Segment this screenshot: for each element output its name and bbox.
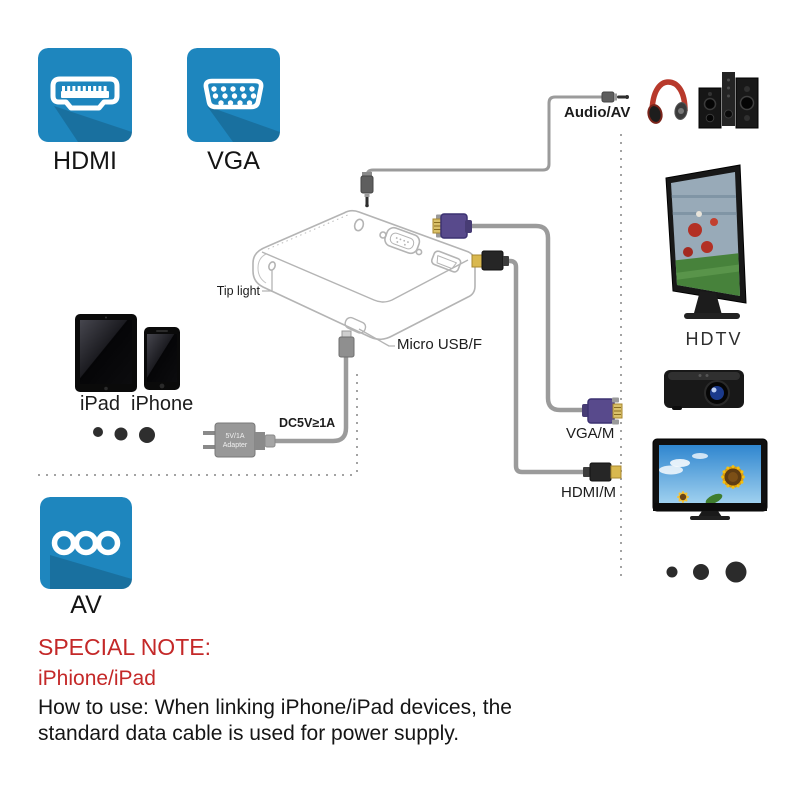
- tip-light-label: Tip light: [216, 284, 260, 298]
- adapter-text-line1: 5V/1A: [225, 433, 244, 440]
- micro-usb-plug: [338, 330, 355, 358]
- power-cable: [272, 357, 349, 444]
- hdmi-connector: [471, 250, 509, 271]
- hdmi-port-icon: [38, 48, 132, 142]
- tip-light-hole: [268, 261, 276, 271]
- power-spec-label: DC5V≥1A: [279, 416, 336, 430]
- ipad-image: [75, 314, 137, 392]
- vga-legend-label: VGA: [207, 147, 260, 175]
- vga-port-icon: [187, 48, 280, 142]
- adapter-text-line2: Adapter: [223, 442, 248, 449]
- power-adapter: 5V/1A Adapter: [203, 422, 276, 458]
- screw-hole-right: [415, 248, 423, 256]
- adapter-box-drawing: [252, 209, 476, 347]
- hdmi-cable: [505, 258, 584, 475]
- hdmi-male-label: HDMI/M: [561, 484, 616, 501]
- av-legend-label: AV: [70, 591, 102, 619]
- audio-jack-plug-down: [360, 172, 374, 208]
- headphones-image: [647, 79, 688, 124]
- hdmi-male-end-connector: [583, 462, 622, 482]
- vga-port-outline: [384, 226, 421, 255]
- size-dots-right: [666, 561, 747, 583]
- hdtv-label: HDTV: [685, 329, 743, 349]
- vga-connector: [432, 213, 472, 239]
- av-port-icon: [40, 497, 132, 589]
- vga-cable: [468, 223, 584, 413]
- iphone-image: [144, 327, 180, 390]
- vga-male-end-connector: [582, 397, 623, 425]
- audio-av-label: Audio/AV: [564, 104, 631, 121]
- projector-image: [664, 370, 744, 410]
- micro-usb-label: Micro USB/F: [397, 336, 483, 353]
- size-dots-left: [93, 427, 155, 443]
- audio-jack-plug-right: [601, 91, 629, 103]
- special-note-subtitle: iPhione/iPad: [38, 667, 156, 690]
- speakers-image: [698, 72, 759, 129]
- iphone-label: iPhone: [131, 393, 194, 415]
- tip-light-leader-line: [262, 270, 273, 292]
- monitor-image: [652, 438, 768, 520]
- special-note-line2: standard data cable is used for power su…: [38, 722, 460, 745]
- audio-cable: [365, 95, 603, 177]
- micro-usb-port-outline: [344, 316, 367, 334]
- vga-male-label: VGA/M: [566, 425, 615, 442]
- micro-usb-leader-line: [358, 328, 395, 347]
- hdtv-image: [665, 164, 747, 319]
- hdmi-legend-label: HDMI: [53, 147, 117, 175]
- hdmi-port-outline: [430, 250, 462, 273]
- special-note-title: SPECIAL NOTE:: [38, 634, 211, 660]
- ipad-label: iPad: [79, 393, 121, 415]
- audio-port-hole: [353, 218, 365, 232]
- special-note-line1: How to use: When linking iPhone/iPad dev…: [38, 696, 512, 719]
